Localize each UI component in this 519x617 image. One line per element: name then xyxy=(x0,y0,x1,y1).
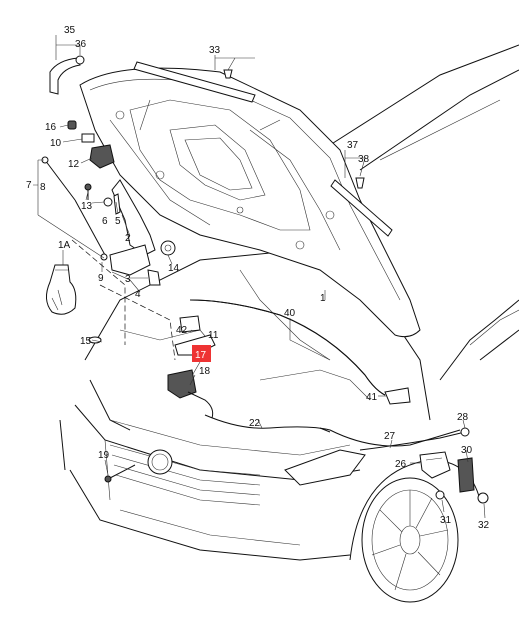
label-6[interactable]: 6 xyxy=(102,216,108,227)
label-27[interactable]: 27 xyxy=(384,431,396,442)
part-3 xyxy=(147,269,161,286)
clip-33 xyxy=(223,69,233,79)
seal-37 xyxy=(330,179,393,237)
clip-38 xyxy=(355,177,365,189)
bag-1a xyxy=(46,264,77,315)
part-14 xyxy=(160,240,176,256)
label-19[interactable]: 19 xyxy=(98,450,110,461)
label-13[interactable]: 13 xyxy=(81,201,93,212)
part-41 xyxy=(384,387,411,405)
label-40[interactable]: 40 xyxy=(284,308,296,319)
label-17[interactable]: 17 xyxy=(195,350,207,361)
car-body xyxy=(59,44,519,603)
label-42[interactable]: 42 xyxy=(176,325,188,336)
grille xyxy=(109,444,261,506)
label-14[interactable]: 14 xyxy=(168,263,180,274)
label-3[interactable]: 3 xyxy=(125,274,131,285)
seal-33 xyxy=(133,61,256,103)
label-28[interactable]: 28 xyxy=(457,412,469,423)
part-32 xyxy=(477,492,489,504)
label-9[interactable]: 9 xyxy=(98,273,104,284)
label-8[interactable]: 8 xyxy=(40,182,46,193)
bolt-16 xyxy=(67,120,77,130)
handle-26 xyxy=(419,451,451,479)
part-36 xyxy=(75,55,85,65)
label-16[interactable]: 16 xyxy=(45,122,57,133)
label-12[interactable]: 12 xyxy=(68,159,80,170)
label-10[interactable]: 10 xyxy=(50,138,62,149)
hinge xyxy=(109,179,156,276)
label-26[interactable]: 26 xyxy=(395,459,407,470)
label-38[interactable]: 38 xyxy=(358,154,370,165)
leader-lines xyxy=(33,35,486,519)
part-30 xyxy=(457,457,475,493)
highlight-box-17 xyxy=(192,345,211,362)
label-5[interactable]: 5 xyxy=(115,216,121,227)
part-5 xyxy=(113,193,121,215)
cable-27 xyxy=(359,431,466,451)
label-41[interactable]: 41 xyxy=(366,392,378,403)
label-37[interactable]: 37 xyxy=(347,140,359,151)
label-18[interactable]: 18 xyxy=(199,366,211,377)
label-35[interactable]: 35 xyxy=(64,25,76,36)
part-10 xyxy=(81,133,95,143)
label-2[interactable]: 2 xyxy=(125,233,131,244)
label-11[interactable]: 11 xyxy=(208,330,219,341)
lock-18 xyxy=(167,369,214,419)
part-6 xyxy=(103,197,113,207)
part-31 xyxy=(435,490,445,500)
trim-35 xyxy=(49,57,81,95)
label-7[interactable]: 7 xyxy=(26,180,32,191)
hood xyxy=(79,67,421,338)
gas-strut xyxy=(41,156,108,261)
label-36[interactable]: 36 xyxy=(75,39,87,50)
label-15[interactable]: 15 xyxy=(80,336,92,347)
label-22[interactable]: 22 xyxy=(249,418,261,429)
label-32[interactable]: 32 xyxy=(478,520,490,531)
label-31[interactable]: 31 xyxy=(440,515,452,526)
part-13 xyxy=(84,183,92,200)
part-12 xyxy=(89,144,115,169)
label-4[interactable]: 4 xyxy=(135,289,141,300)
headlight xyxy=(284,449,366,486)
part-labels: 35 36 33 37 38 16 10 12 7 8 13 6 5 2 14 … xyxy=(26,25,490,531)
label-1a[interactable]: 1A xyxy=(58,240,71,251)
part-19 xyxy=(104,464,136,483)
label-33[interactable]: 33 xyxy=(209,45,221,56)
label-30[interactable]: 30 xyxy=(461,445,473,456)
cable-22 xyxy=(204,414,461,447)
emblem xyxy=(147,449,173,475)
seal-40 xyxy=(189,299,386,396)
wheel xyxy=(361,477,459,603)
part-28 xyxy=(460,427,470,437)
label-1[interactable]: 1 xyxy=(320,293,326,304)
